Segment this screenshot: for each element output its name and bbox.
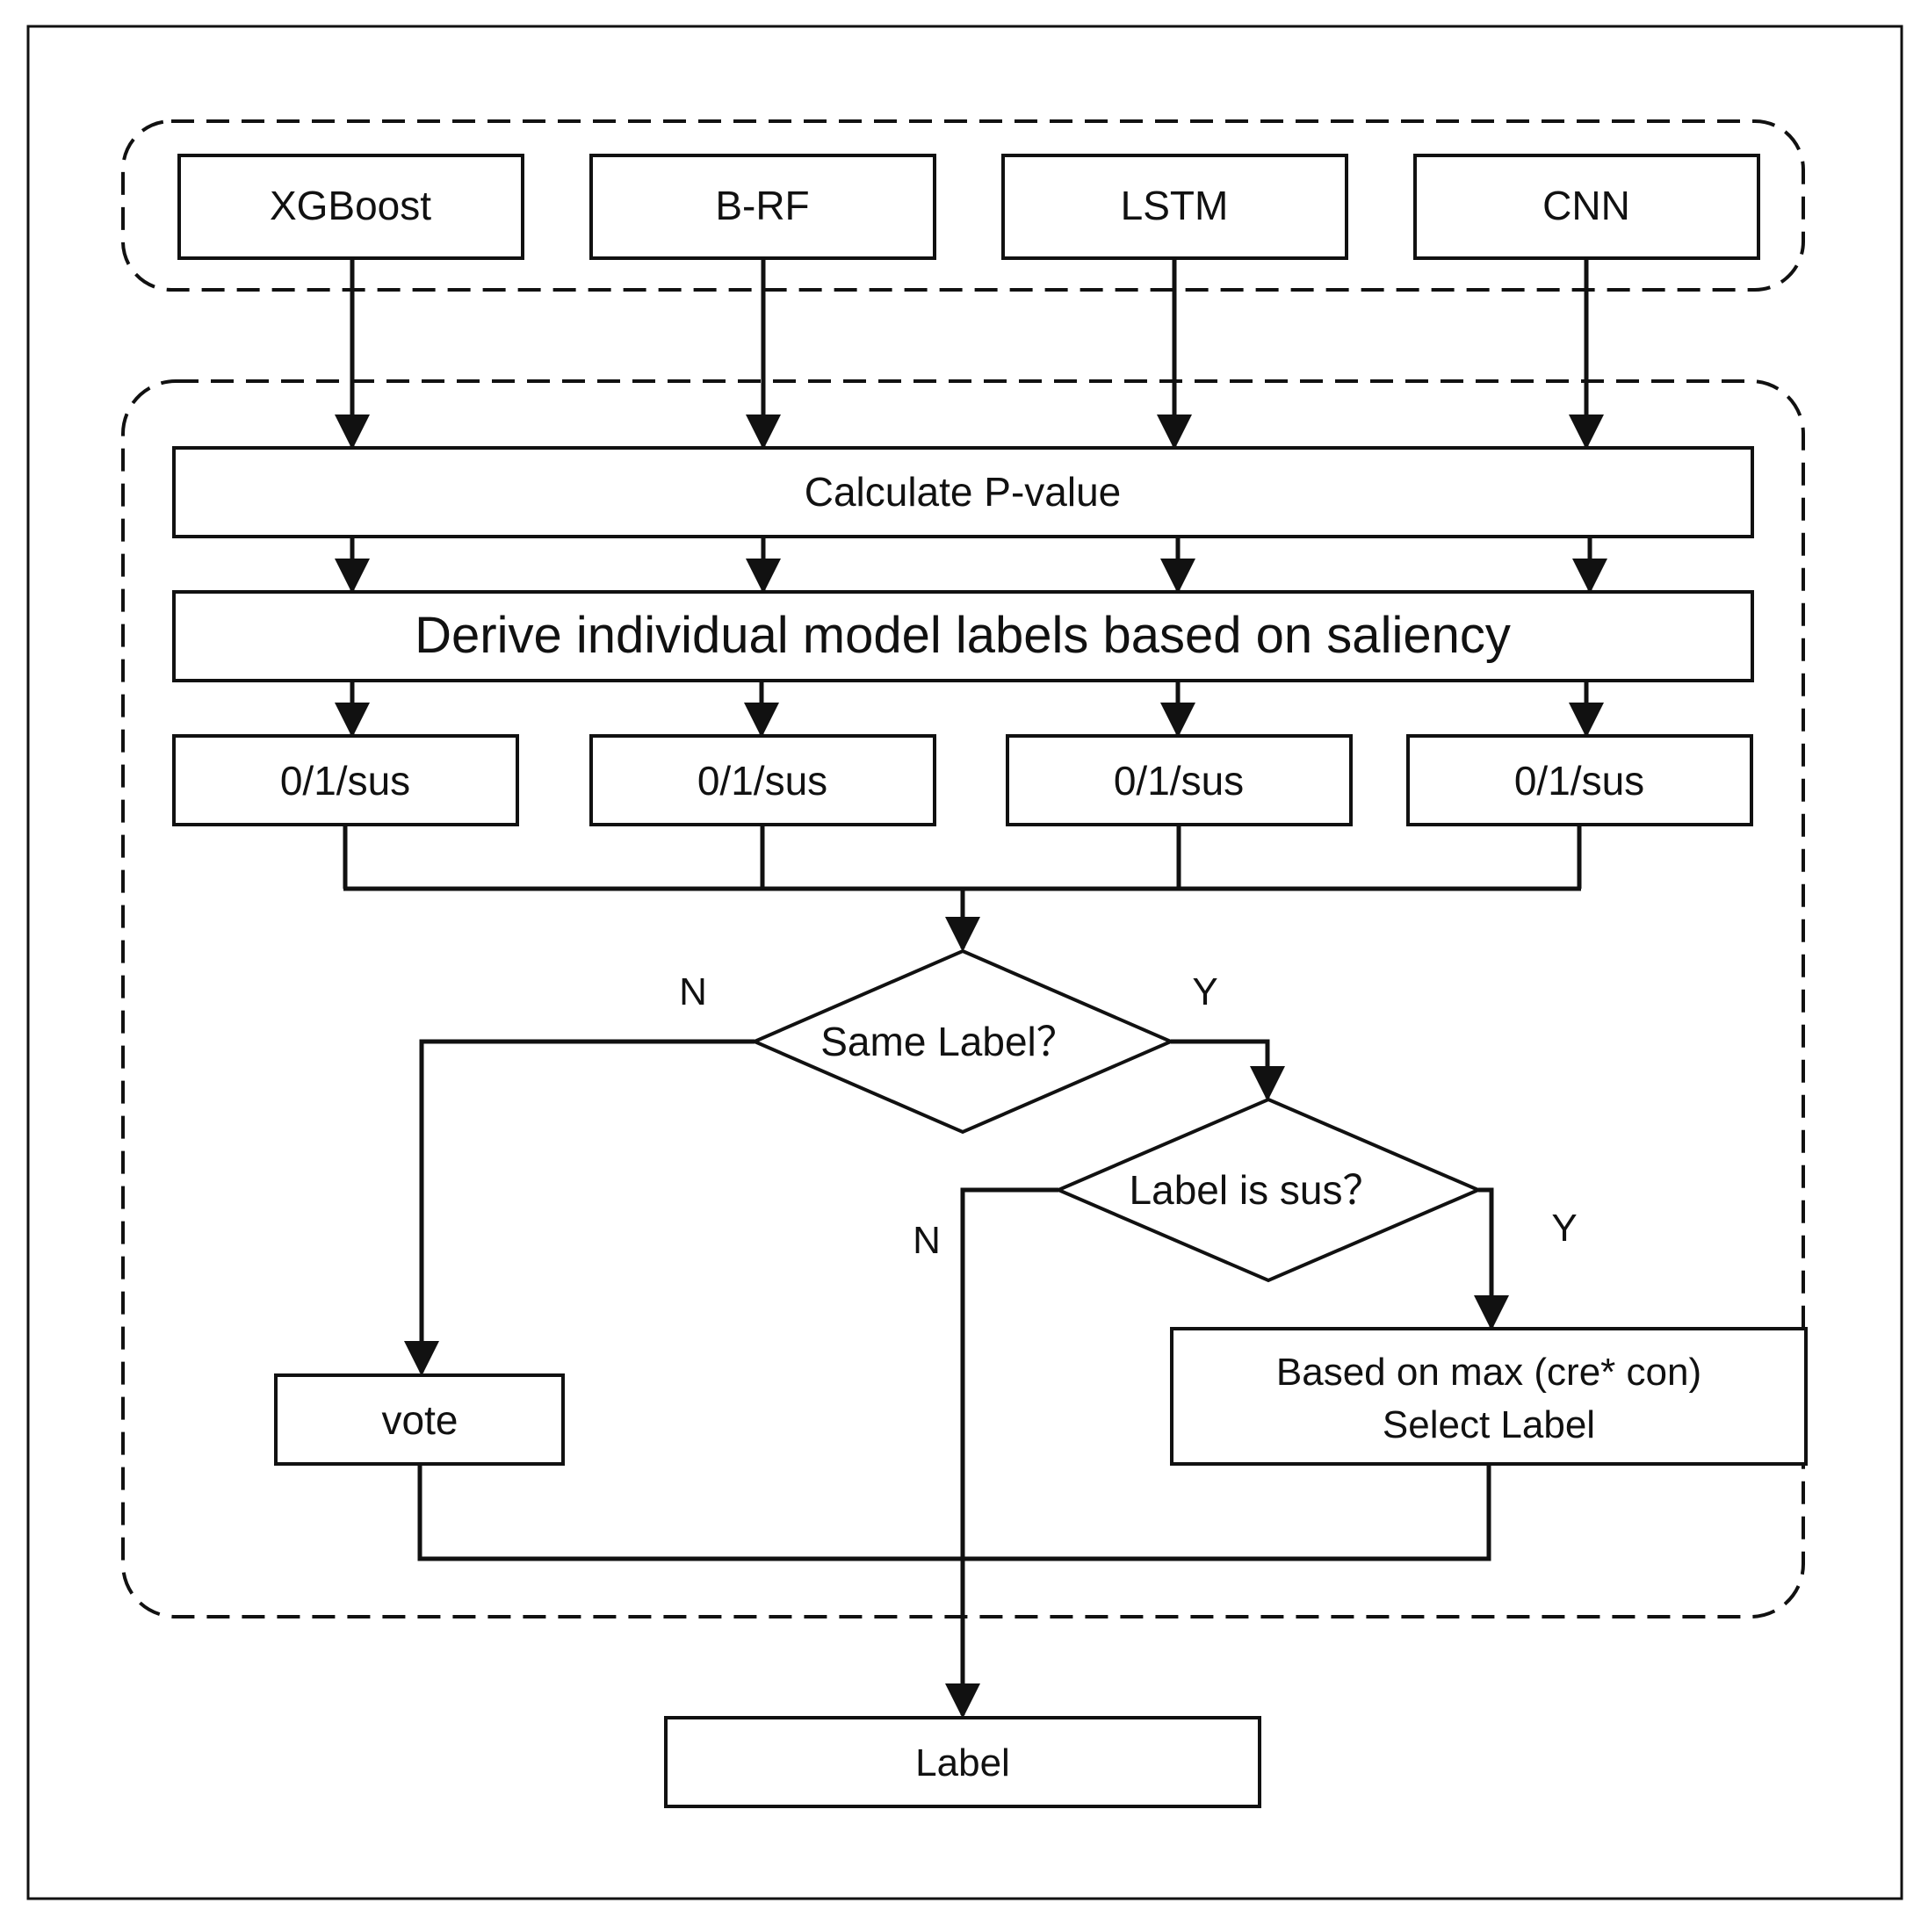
output-label: 0/1/sus: [1514, 758, 1644, 804]
select-label-line2: Select Label: [1383, 1403, 1595, 1446]
branch-label-same-yes: Y: [1192, 970, 1217, 1013]
derive-labels-label: Derive individual model labels based on …: [415, 607, 1511, 664]
model-label: B-RF: [715, 183, 809, 228]
calculate-pvalue-label: Calculate P-value: [805, 469, 1122, 515]
output-box-3: 0/1/sus: [1006, 734, 1353, 826]
model-box-xgboost: XGBoost: [177, 154, 524, 260]
connector-sus-no-to-label: [945, 1187, 1058, 1719]
model-label: CNN: [1542, 183, 1630, 228]
connector-vote-select-merge: [417, 1464, 1491, 1561]
outer-frame: [26, 25, 1903, 1900]
final-label-text: Label: [915, 1741, 1010, 1784]
model-box-lstm: LSTM: [1001, 154, 1348, 260]
output-label: 0/1/sus: [1114, 758, 1244, 804]
pvalue-to-derive-arrows: [335, 537, 1607, 594]
connector-sus-yes-to-select: [1474, 1187, 1509, 1330]
branch-label-sus-yes: Y: [1551, 1207, 1577, 1250]
output-box-2: 0/1/sus: [589, 734, 936, 826]
model-group-container: [121, 119, 1805, 292]
derive-labels-box: Derive individual model labels based on …: [172, 590, 1754, 682]
output-box-1: 0/1/sus: [172, 734, 519, 826]
select-label-box: Based on max (cre* con) Select Label: [1170, 1327, 1808, 1466]
select-label-line1: Based on max (cre* con): [1276, 1351, 1701, 1394]
branch-label-same-no: N: [679, 970, 707, 1013]
final-label-box: Label: [664, 1716, 1261, 1808]
model-to-pvalue-arrows: [335, 258, 1604, 450]
decision-label-is-sus: Label is sus？: [1053, 1097, 1484, 1283]
model-box-cnn: CNN: [1413, 154, 1760, 260]
decision-same-label-text: Same Label？: [820, 1019, 1077, 1064]
decision-label-is-sus-text: Label is sus？: [1130, 1167, 1383, 1213]
model-box-b-rf: B-RF: [589, 154, 936, 260]
branch-label-sus-no: N: [913, 1219, 941, 1262]
connector-same-yes-to-sus: [1171, 1039, 1285, 1101]
model-label: LSTM: [1121, 183, 1229, 228]
calculate-pvalue-box: Calculate P-value: [172, 446, 1754, 538]
output-label: 0/1/sus: [280, 758, 410, 804]
output-box-4: 0/1/sus: [1406, 734, 1753, 826]
derive-to-output-arrows: [335, 681, 1604, 738]
output-label: 0/1/sus: [697, 758, 827, 804]
vote-box: vote: [274, 1373, 565, 1466]
vote-label: vote: [382, 1397, 459, 1443]
outputs-merge-connector: [343, 825, 1582, 952]
connector-same-no-to-vote: [404, 1039, 755, 1376]
decision-same-label: Same Label？: [749, 948, 1176, 1135]
model-label: XGBoost: [270, 183, 431, 228]
